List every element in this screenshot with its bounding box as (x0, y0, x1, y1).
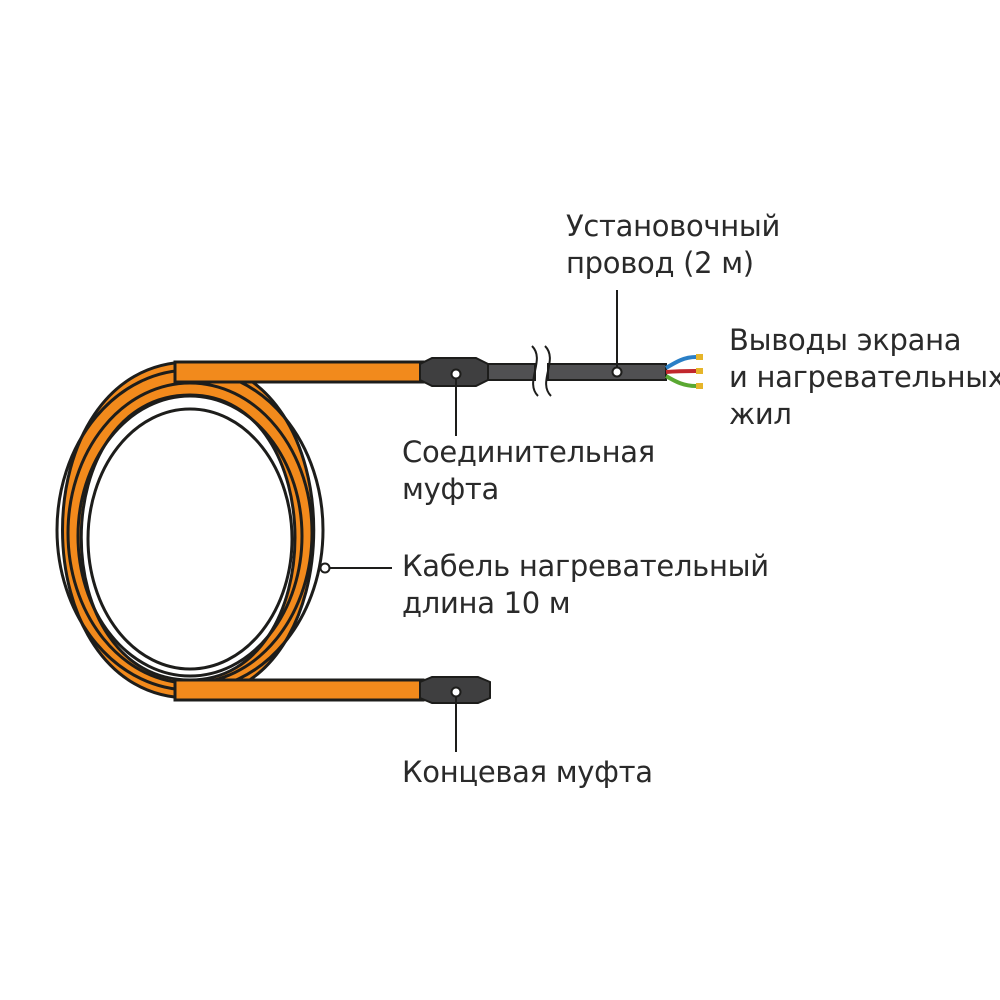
label-install-wire: Установочный провод (2 м) (566, 208, 780, 282)
lower-cable-segment (173, 678, 425, 702)
core-tip (696, 383, 703, 389)
label-heating-cable-line1: Кабель нагревательный (402, 549, 769, 583)
wire-break-mark (531, 345, 539, 397)
coil-stripe (66, 381, 314, 685)
label-joint-sleeve-line1: Соединительная (402, 435, 655, 469)
wire-break-mark (544, 345, 552, 397)
label-lead-outputs-line3: жил (729, 397, 792, 431)
label-heating-cable-line2: длина 10 м (402, 586, 571, 620)
label-install-wire-line2: провод (2 м) (566, 246, 754, 280)
core-blue (664, 355, 697, 370)
marker-dot (450, 368, 462, 380)
label-end-sleeve-line1: Концевая муфта (402, 755, 653, 789)
core-tip (696, 368, 703, 374)
heating-cable-coil (55, 360, 325, 700)
upper-cable-segment (173, 360, 425, 384)
core-tip (696, 354, 703, 360)
label-end-sleeve: Концевая муфта (402, 754, 653, 791)
coil-stripe (76, 394, 304, 678)
core-red (665, 369, 697, 374)
coil-stripe (55, 368, 325, 692)
label-lead-outputs: Выводы экрана и нагревательных жил (729, 322, 1000, 433)
marker-dot (319, 562, 331, 574)
label-joint-sleeve: Соединительная муфта (402, 434, 655, 508)
label-install-wire-line1: Установочный (566, 209, 781, 243)
label-heating-cable: Кабель нагревательный длина 10 м (402, 548, 769, 622)
label-joint-sleeve-line2: муфта (402, 472, 499, 506)
coil-stripe (86, 407, 294, 671)
label-lead-outputs-line2: и нагревательных (729, 360, 1000, 394)
conductor-cores (664, 354, 703, 389)
marker-dot (450, 686, 462, 698)
label-lead-outputs-line1: Выводы экрана (729, 323, 962, 357)
marker-dot (611, 366, 623, 378)
installation-lead-wire (484, 345, 667, 397)
core-green (664, 374, 697, 388)
